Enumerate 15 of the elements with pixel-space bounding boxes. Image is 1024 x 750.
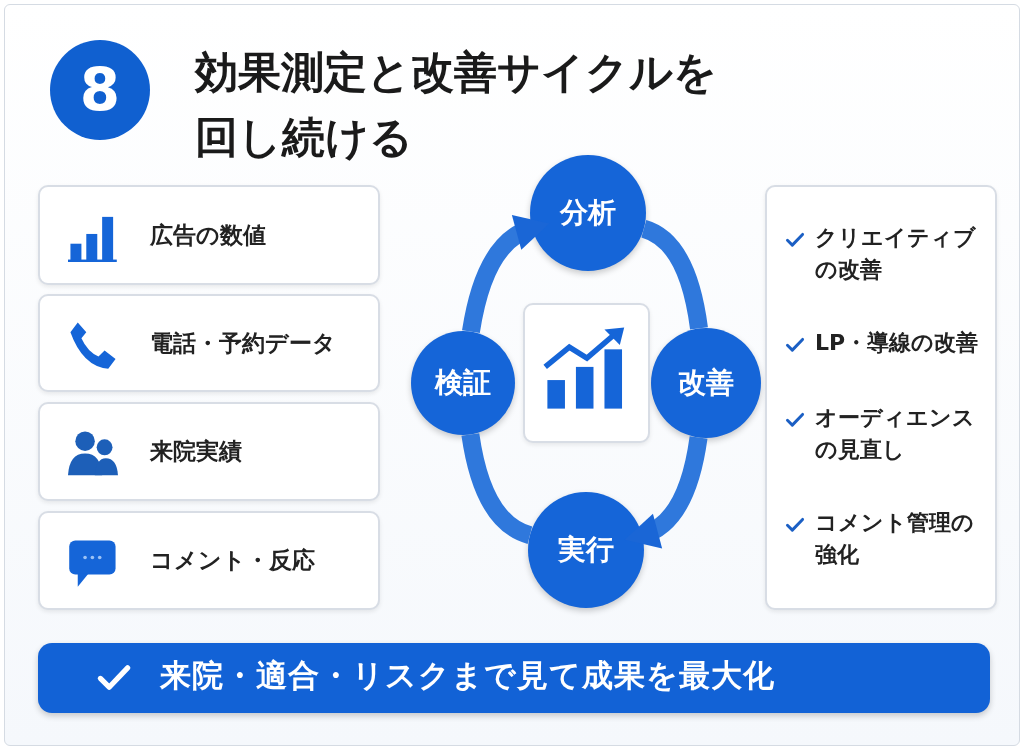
data-card bbox=[38, 511, 380, 610]
card-label: 広告の数値 bbox=[150, 220, 266, 250]
data-card bbox=[38, 294, 380, 392]
conclusion-banner bbox=[38, 643, 990, 713]
checklist-panel bbox=[765, 185, 997, 610]
checklist-item: コメント管理の強化 bbox=[815, 509, 975, 569]
data-card bbox=[38, 402, 380, 501]
card-label: 電話・予約データ bbox=[150, 328, 336, 358]
card-label: 来院実績 bbox=[150, 437, 242, 466]
data-card bbox=[38, 185, 380, 285]
checklist-item: オーディエンスの見直し bbox=[815, 404, 976, 464]
banner-text: 来院・適合・リスクまで見て成果を最大化 bbox=[160, 656, 775, 695]
checklist-item: クリエイティブの改善 bbox=[815, 224, 977, 284]
checklist-item: LP・導線の改善 bbox=[815, 329, 980, 357]
card-label: コメント・反応 bbox=[150, 546, 315, 575]
